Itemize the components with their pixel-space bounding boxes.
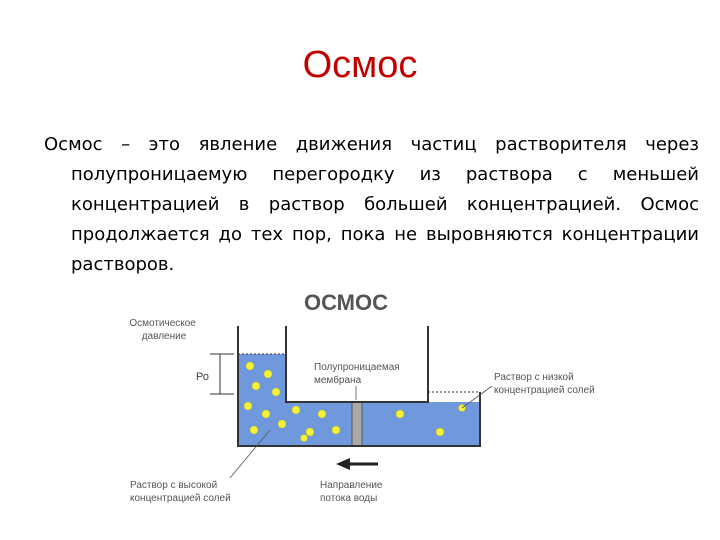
particle xyxy=(317,409,327,419)
label-membrane: Полупроницаемая мембрана xyxy=(314,362,403,386)
label-flow-direction: Направление потока воды xyxy=(320,480,385,504)
definition-text: Осмос – это явление движения частиц раст… xyxy=(44,134,699,275)
diagram-heading: ОСМОС xyxy=(304,290,388,315)
label-low-concentration: Раствор с низкой концентрацией солей xyxy=(494,372,595,396)
particle xyxy=(249,425,259,435)
slide-title: Осмос xyxy=(302,44,418,86)
solute-particles xyxy=(243,361,466,442)
particle xyxy=(395,409,405,419)
particle xyxy=(300,434,308,442)
particle xyxy=(261,409,271,419)
vessel-outline xyxy=(237,326,481,447)
particle xyxy=(277,419,287,429)
low-pointer xyxy=(461,385,493,409)
particle xyxy=(243,401,253,411)
particle xyxy=(271,387,281,397)
particle xyxy=(245,361,255,371)
label-high-concentration: Раствор с высокой концентрацией солей xyxy=(130,480,231,504)
particle xyxy=(435,427,445,437)
vessel-partition xyxy=(285,326,429,403)
label-osmotic-pressure: Осмотическое давление xyxy=(129,318,198,342)
particle xyxy=(251,381,261,391)
particle xyxy=(291,405,301,415)
high-pointer xyxy=(229,429,271,479)
flow-arrow xyxy=(336,458,378,470)
particle xyxy=(263,369,273,379)
osmosis-diagram: ОСМОС Ро Осмотическое xyxy=(129,290,595,504)
particle xyxy=(331,425,341,435)
osmotic-pressure-symbol: Ро xyxy=(196,371,209,383)
semipermeable-membrane xyxy=(351,401,363,447)
particle xyxy=(305,427,315,437)
